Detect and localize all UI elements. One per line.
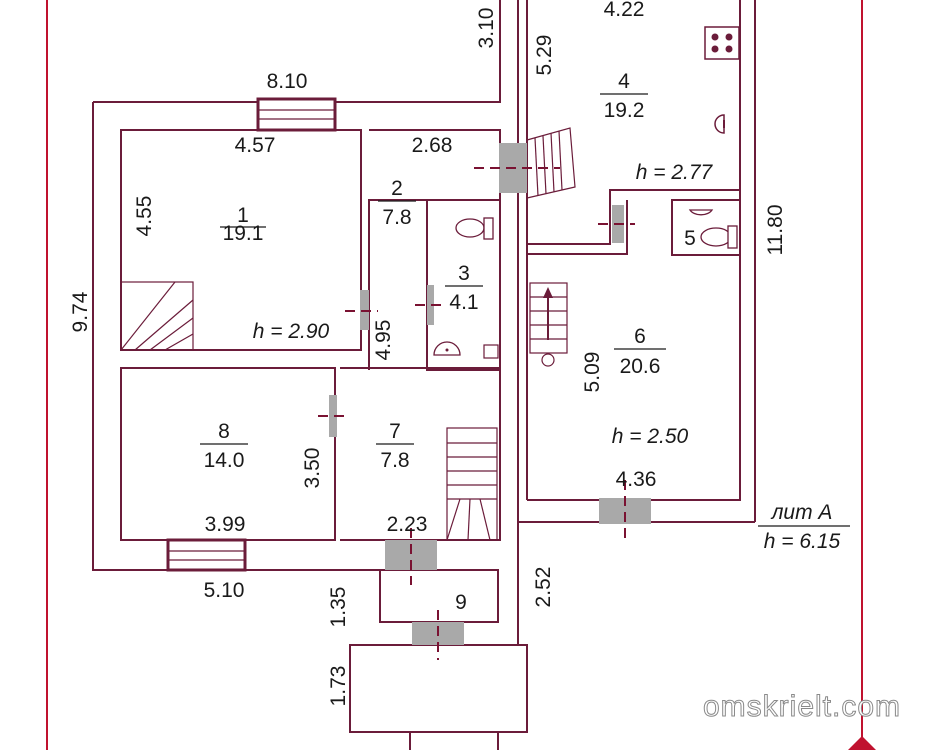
dimension-4-22: 4.22 <box>604 0 645 21</box>
room-area: 7.8 <box>382 206 411 229</box>
room-number: 7 <box>389 420 401 443</box>
dimension-4-55: 4.55 <box>133 196 156 237</box>
room-area: 4.1 <box>449 291 478 314</box>
room-number: 5 <box>684 227 696 250</box>
room-number: 1 <box>237 204 249 227</box>
dimension-2-23: 2.23 <box>387 513 428 536</box>
room-6-label: 6 20.6 <box>614 325 666 378</box>
room-number: 4 <box>618 70 630 93</box>
toilet-icon-room5 <box>688 209 738 249</box>
height-room1: h = 2.90 <box>253 320 330 343</box>
stove-icon <box>704 26 740 60</box>
dimension-2-68: 2.68 <box>412 134 453 157</box>
dimension-8-10: 8.10 <box>267 70 308 93</box>
dimension-4-36: 4.36 <box>616 468 657 491</box>
stair-right <box>529 282 568 367</box>
dimension-5-10: 5.10 <box>204 579 245 602</box>
dimension-3-99: 3.99 <box>205 513 246 536</box>
room-number: 8 <box>218 420 230 443</box>
building-height: h = 6.15 <box>764 530 841 553</box>
room-area: 19.1 <box>223 222 264 245</box>
stair-lower <box>446 427 498 541</box>
site-boundary <box>46 0 863 750</box>
window-bottom <box>166 538 247 572</box>
dimension-2-52: 2.52 <box>532 567 555 608</box>
dimension-5-29: 5.29 <box>533 35 556 76</box>
dimension-1-73: 1.73 <box>327 666 350 707</box>
watermark: omskrielt.com <box>703 690 901 723</box>
door-swing-marks <box>318 167 635 660</box>
room-8-label: 8 14.0 <box>200 420 248 472</box>
room-5-label: 5 <box>684 227 696 250</box>
height-room6: h = 2.50 <box>612 425 689 448</box>
stair-room1 <box>120 281 194 351</box>
toilet-icon-bath3 <box>455 217 494 240</box>
room-number: 6 <box>634 325 646 348</box>
stair-upper <box>526 127 576 199</box>
dimension-9-74: 9.74 <box>69 291 92 332</box>
room-area: 19.2 <box>604 99 645 122</box>
sink-icon <box>714 114 725 134</box>
building-name: лит А <box>771 501 833 524</box>
washbasin-icon-bath3 <box>433 341 499 359</box>
building-walls <box>92 0 756 750</box>
dimension-1-35: 1.35 <box>327 587 350 628</box>
room-9-label: 9 <box>455 591 467 614</box>
room-area: 20.6 <box>620 355 661 378</box>
room-area: 14.0 <box>204 449 245 472</box>
dimension-11-80: 11.80 <box>764 205 787 256</box>
dimension-4-57: 4.57 <box>235 134 276 157</box>
dimension-4-95: 4.95 <box>372 320 395 361</box>
room-4-label: 4 19.2 <box>600 70 648 122</box>
window-top <box>256 97 337 132</box>
height-room4: h = 2.77 <box>636 161 714 184</box>
building-label: лит А h = 6.15 <box>758 501 850 553</box>
interior-walls <box>120 129 741 541</box>
dimension-3-50: 3.50 <box>301 448 324 489</box>
room-area: 7.8 <box>380 449 409 472</box>
room-1-label: 1 19.1 <box>220 204 266 245</box>
room-number: 2 <box>391 177 403 200</box>
room-2-label: 2 7.8 <box>378 177 416 229</box>
dimension-3-10: 3.10 <box>475 8 498 49</box>
room-number: 3 <box>458 262 470 285</box>
room-number: 9 <box>455 591 467 614</box>
room-3-label: 3 4.1 <box>445 262 483 314</box>
red-corner-marker <box>848 736 876 750</box>
room-7-label: 7 7.8 <box>376 420 414 472</box>
dimension-5-09: 5.09 <box>581 352 604 393</box>
